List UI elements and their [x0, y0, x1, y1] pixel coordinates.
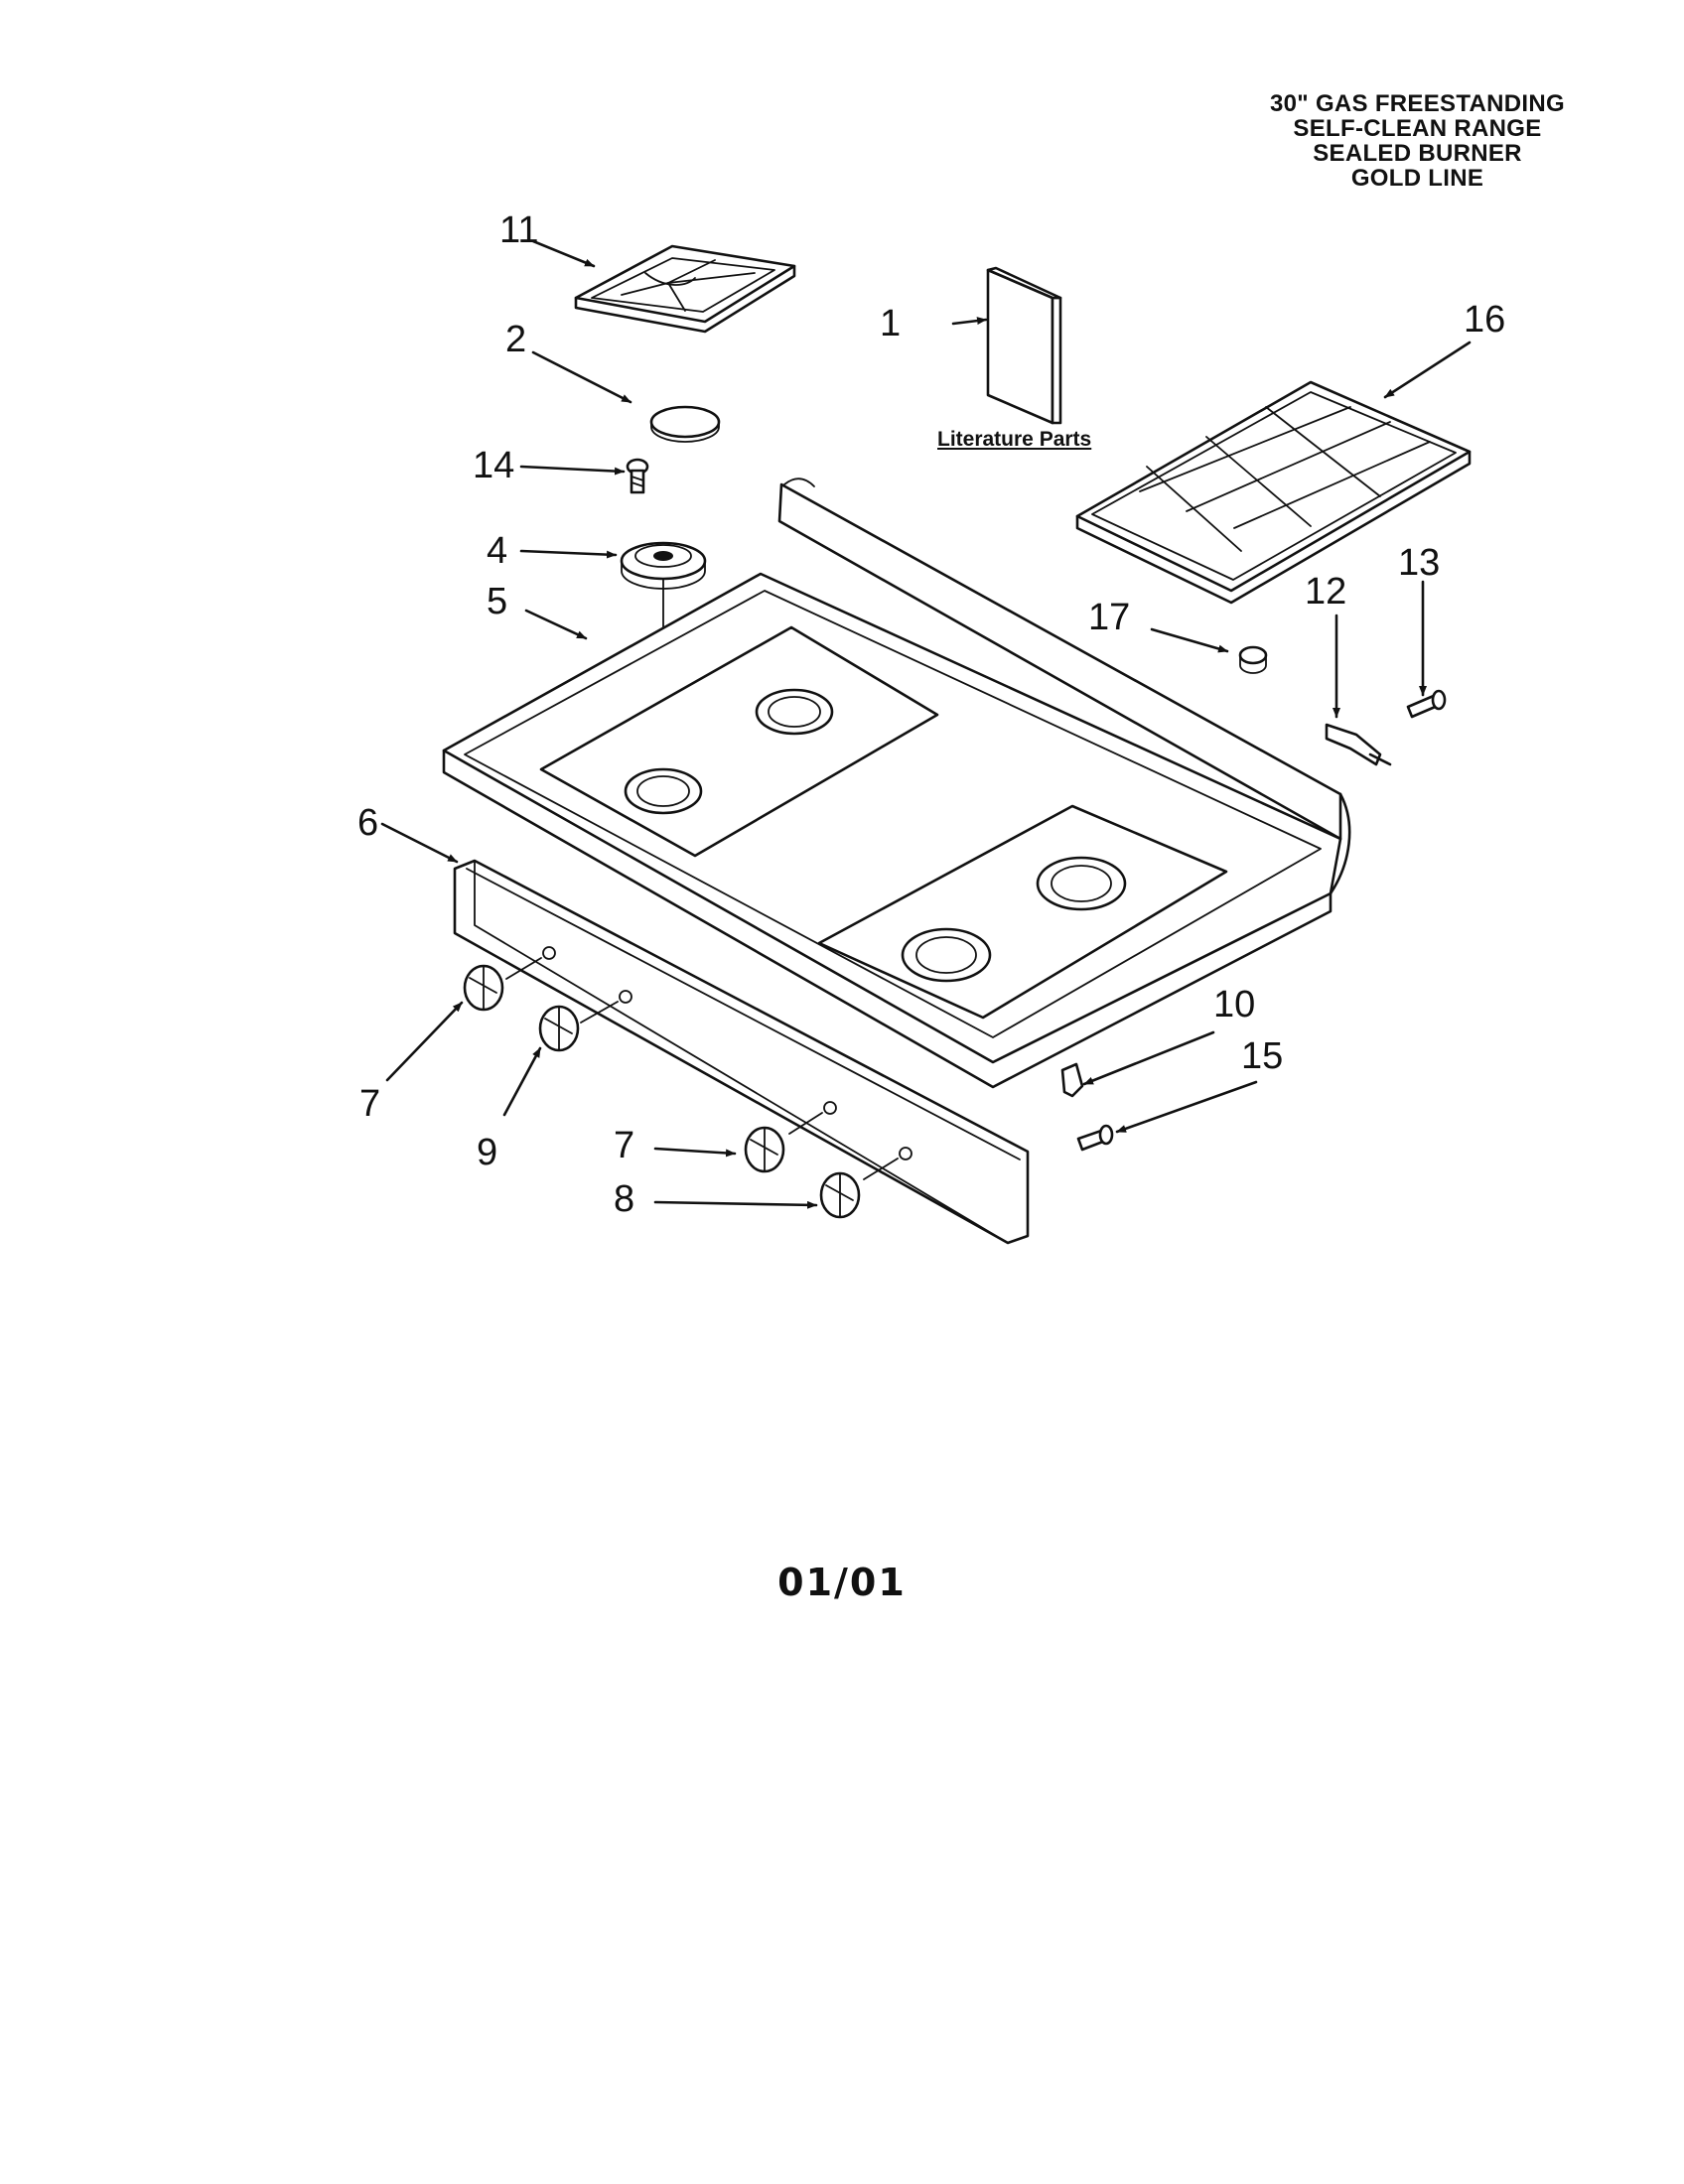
title-line-1: 30" GAS FREESTANDING: [1270, 90, 1565, 117]
leader-arrows: [380, 239, 1472, 1209]
control-panel-part: [453, 859, 1030, 1245]
callout-17: 17: [1088, 597, 1131, 638]
cooktop-part: [442, 478, 1351, 1089]
bracket-part: [1325, 723, 1392, 766]
screw-part-15: [1076, 1124, 1114, 1152]
literature-parts-label: Literature Parts: [937, 428, 1092, 451]
screw-part: [626, 458, 649, 494]
callout-1: 1: [880, 303, 902, 344]
callout-15: 15: [1241, 1035, 1284, 1077]
control-knobs-parts: [463, 964, 861, 1219]
callout-2: 2: [505, 319, 527, 360]
title-line-2: SELF-CLEAN RANGE: [1293, 115, 1542, 142]
double-burner-grate-part: [1075, 380, 1472, 605]
callout-16: 16: [1464, 299, 1506, 341]
burner-base-part: [620, 541, 707, 775]
burner-cap-part: [649, 405, 721, 443]
screw-part-13: [1406, 689, 1447, 719]
single-burner-grate-part: [574, 244, 796, 334]
callout-7-left: 7: [359, 1083, 381, 1125]
title-line-3: SEALED BURNER: [1313, 140, 1522, 167]
callout-9: 9: [477, 1132, 498, 1173]
callout-12: 12: [1305, 571, 1347, 613]
callout-6: 6: [357, 802, 379, 844]
clip-part: [1060, 1062, 1084, 1098]
diagram-title-block: 30" GAS FREESTANDING SELF-CLEAN RANGE SE…: [1236, 91, 1599, 191]
callout-7-center: 7: [614, 1125, 635, 1166]
callout-5: 5: [487, 581, 508, 622]
callout-4: 4: [487, 530, 508, 572]
callout-10: 10: [1213, 984, 1256, 1025]
callout-14: 14: [473, 445, 515, 486]
callout-13: 13: [1398, 542, 1441, 584]
title-line-4: GOLD LINE: [1350, 165, 1484, 192]
callout-11: 11: [499, 209, 539, 251]
callout-8: 8: [614, 1178, 635, 1220]
literature-parts-booklet: [986, 266, 1062, 425]
page-number: 01/01: [777, 1561, 907, 1604]
small-foot-part: [1238, 645, 1268, 674]
